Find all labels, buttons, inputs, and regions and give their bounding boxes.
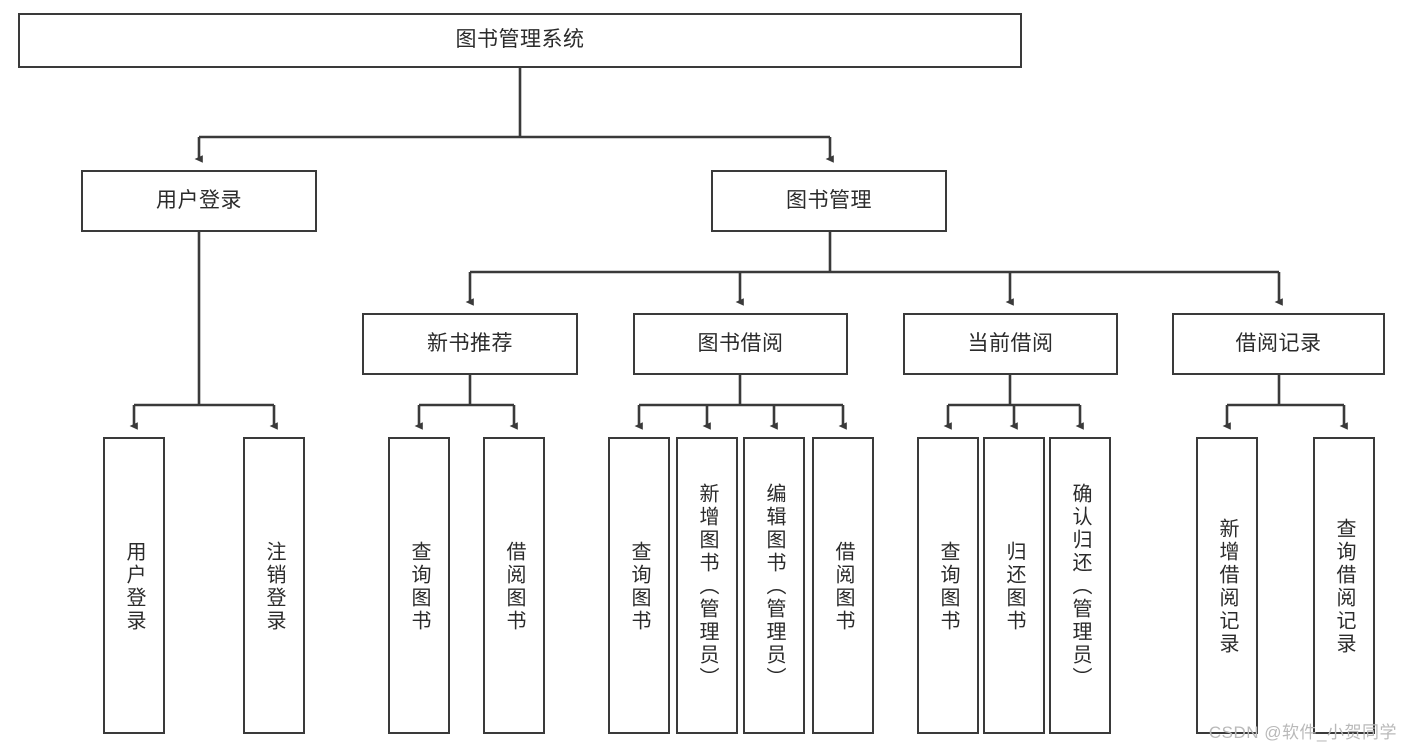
node-label: 新书推荐 [427,331,513,355]
node-label: 查询图书 [408,540,430,633]
leaf-current-confirm-return-admin[interactable]: 确认归还（管理员） [1049,437,1111,734]
node-label: 编辑图书（管理员） [763,483,785,690]
node-label: 注销登录 [263,540,285,633]
leaf-current-return-book[interactable]: 归还图书 [983,437,1045,734]
node-label: 查询借阅记录 [1333,517,1355,656]
leaf-recommend-query-book[interactable]: 查询图书 [388,437,450,734]
node-label: 图书管理 [786,188,872,212]
node-borrow-record[interactable]: 借阅记录 [1172,313,1385,375]
leaf-record-add-record[interactable]: 新增借阅记录 [1196,437,1258,734]
node-label: 查询图书 [937,540,959,633]
node-label: 新增借阅记录 [1216,517,1238,656]
node-label: 确认归还（管理员） [1069,483,1091,690]
node-new-book-recommend[interactable]: 新书推荐 [362,313,578,375]
node-label: 图书管理系统 [455,28,585,52]
leaf-record-query-record[interactable]: 查询借阅记录 [1313,437,1375,734]
leaf-borrow-add-book-admin[interactable]: 新增图书（管理员） [676,437,738,734]
node-label: 归还图书 [1003,540,1025,633]
leaf-borrow-borrow-book[interactable]: 借阅图书 [812,437,874,734]
node-current-borrow[interactable]: 当前借阅 [903,313,1118,375]
node-book-management-system[interactable]: 图书管理系统 [18,13,1022,68]
node-label: 用户登录 [156,188,242,212]
leaf-recommend-borrow-book[interactable]: 借阅图书 [483,437,545,734]
node-label: 用户登录 [123,540,145,633]
leaf-borrow-edit-book-admin[interactable]: 编辑图书（管理员） [743,437,805,734]
leaf-borrow-query-book[interactable]: 查询图书 [608,437,670,734]
node-book-management[interactable]: 图书管理 [711,170,947,232]
node-label: 借阅记录 [1235,331,1322,355]
node-label: 借阅图书 [832,540,854,633]
node-user-login[interactable]: 用户登录 [81,170,317,232]
node-label: 借阅图书 [503,540,525,633]
node-label: 新增图书（管理员） [696,483,718,690]
node-book-borrow[interactable]: 图书借阅 [633,313,848,375]
leaf-user-login-login[interactable]: 用户登录 [103,437,165,734]
leaf-current-query-book[interactable]: 查询图书 [917,437,979,734]
node-label: 图书借阅 [697,331,784,355]
node-label: 查询图书 [628,540,650,633]
leaf-user-login-logout[interactable]: 注销登录 [243,437,305,734]
node-label: 当前借阅 [967,331,1054,355]
